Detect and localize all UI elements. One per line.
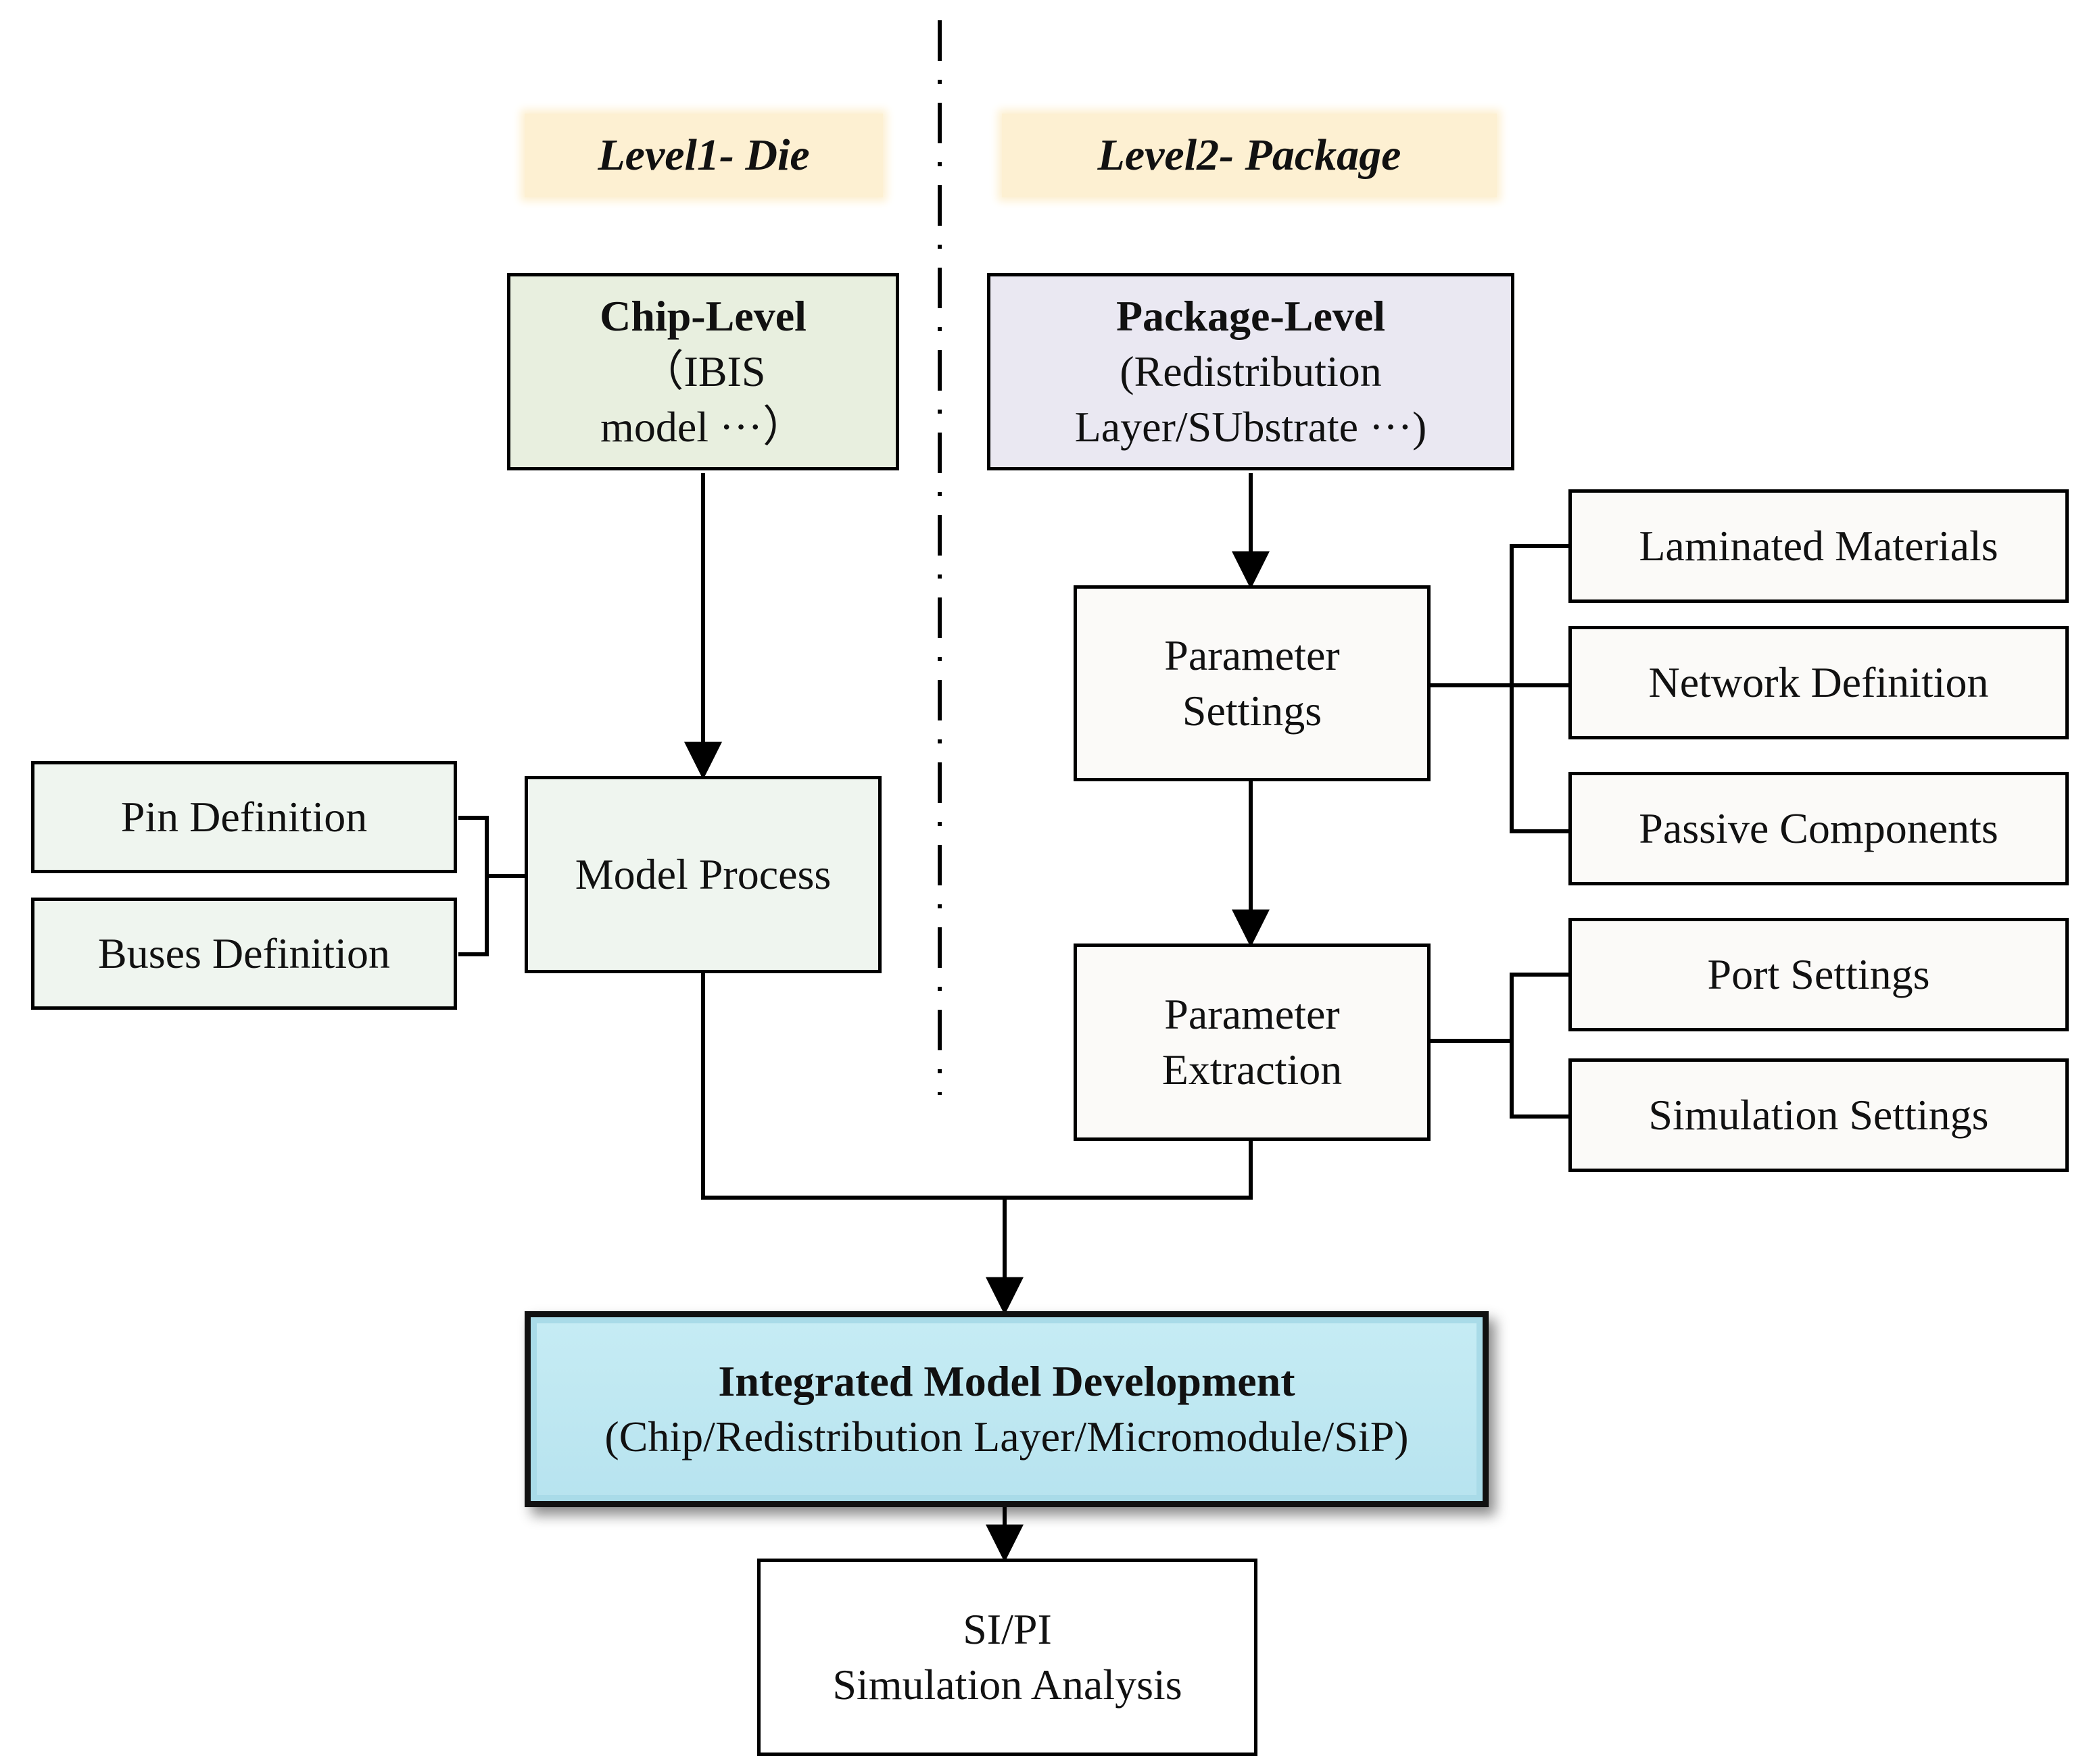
integrated-model-box: Integrated Model Development (Chip/Redis…: [525, 1311, 1489, 1507]
bracket-settings-items: [1510, 544, 1568, 833]
package-level-line2: Layer/SUbstrate ···): [1074, 402, 1427, 451]
network-definition-box: Network Definition: [1568, 626, 2069, 739]
chip-level-title: Chip-Level: [600, 292, 807, 341]
integrated-model-subtitle: (Chip/Redistribution Layer/Micromodule/S…: [604, 1413, 1409, 1461]
pin-definition-box: Pin Definition: [31, 761, 457, 873]
level1-die-label: Level1- Die: [598, 130, 810, 180]
chip-level-line1: （IBIS: [640, 347, 766, 396]
bracket-extraction-items: [1510, 973, 1568, 1119]
parameter-settings-line2: Settings: [1182, 687, 1322, 735]
model-process-box: Model Process: [525, 776, 882, 973]
level2-package-label: Level2- Package: [1097, 130, 1401, 180]
bracket-pin-buses: [458, 816, 489, 956]
integrated-model-title: Integrated Model Development: [718, 1357, 1295, 1406]
chip-level-line2: model ···）: [600, 402, 806, 451]
simulation-settings-box: Simulation Settings: [1568, 1058, 2069, 1172]
chip-level-box: Chip-Level （IBIS model ···）: [507, 273, 899, 470]
package-level-line1: (Redistribution: [1120, 347, 1382, 396]
parameter-extraction-line2: Extraction: [1161, 1046, 1343, 1094]
parameter-extraction-box: Parameter Extraction: [1074, 944, 1431, 1141]
parameter-settings-line1: Parameter: [1164, 631, 1340, 680]
port-settings-label: Port Settings: [1707, 950, 1930, 999]
buses-definition-box: Buses Definition: [31, 898, 457, 1010]
passive-components-box: Passive Components: [1568, 772, 2069, 885]
parameter-extraction-line1: Parameter: [1164, 990, 1340, 1039]
passive-components-label: Passive Components: [1639, 804, 1998, 853]
sipi-line1: SI/PI: [963, 1605, 1052, 1654]
laminated-materials-box: Laminated Materials: [1568, 489, 2069, 603]
sipi-line2: Simulation Analysis: [832, 1661, 1182, 1709]
package-level-title: Package-Level: [1115, 292, 1386, 341]
port-settings-box: Port Settings: [1568, 918, 2069, 1031]
package-level-box: Package-Level (Redistribution Layer/SUbs…: [987, 273, 1514, 470]
level2-package-tag: Level2- Package: [1002, 114, 1497, 197]
parameter-settings-box: Parameter Settings: [1074, 585, 1431, 781]
network-definition-label: Network Definition: [1648, 658, 1989, 707]
laminated-materials-label: Laminated Materials: [1639, 522, 1998, 570]
level1-die-tag: Level1- Die: [525, 114, 883, 197]
simulation-settings-label: Simulation Settings: [1648, 1091, 1989, 1140]
sipi-analysis-box: SI/PI Simulation Analysis: [757, 1559, 1257, 1756]
merge-line: [701, 973, 1253, 1200]
buses-definition-label: Buses Definition: [98, 929, 390, 978]
model-process-label: Model Process: [575, 850, 832, 899]
pin-definition-label: Pin Definition: [120, 793, 368, 841]
